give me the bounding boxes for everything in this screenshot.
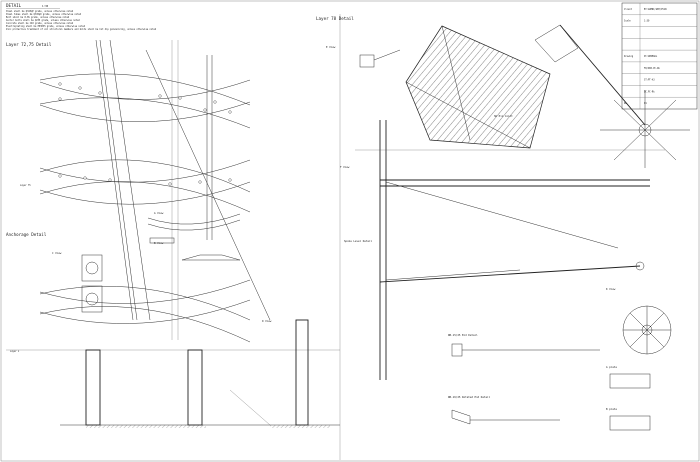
spoke-level: Spoke Level Detail [344, 239, 645, 283]
label-d-view: D View [262, 319, 272, 323]
title-block-value: 01 [644, 102, 647, 105]
label-k-view: K View [606, 287, 616, 291]
title-block-key: Drawing [624, 55, 634, 58]
title-block-value: FR/D00.PC-Rk [644, 67, 660, 70]
note-3: Bolt shall be 8.8S grade, unless otherwi… [6, 16, 70, 19]
label-a-view: A View [154, 211, 164, 215]
bolt-column [206, 55, 213, 240]
a-view: A View B View [147, 211, 241, 261]
title-block-key: Scale [624, 20, 631, 23]
note-2: Steel tubes shall be Q345qD grade, unles… [6, 13, 82, 16]
note-4: Anchor bolts shall be Q235 grade, unless… [6, 19, 80, 22]
title-block-value: 1:30 [644, 20, 650, 23]
title-block-value: ST:PT-A3 [644, 79, 655, 82]
diagonal-cables [95, 39, 271, 340]
label-a-plate: A plate [606, 365, 617, 369]
label-rb2: RB-16/25 Rotated End Detail [448, 395, 491, 399]
x-brace-assembly-top [39, 73, 251, 129]
rb-details: RB-15/25 End Detail RB-16/25 Rotated End… [448, 333, 651, 431]
label-layer-top: Layer 72,75 Detail [6, 42, 52, 47]
note-6: Electroplating shall be EP3035 grade, un… [6, 25, 86, 28]
label-layer-75: Layer 75 [20, 184, 31, 187]
f-view: F View [340, 149, 665, 249]
e-view: E View SD Pin Joint [326, 45, 513, 118]
title-block-key: Client [624, 8, 633, 11]
anchorage-columns: Layer 1 D View [6, 319, 340, 428]
header-block: DETAIL 1:30 Steel shall be Q345qE grade,… [6, 3, 157, 31]
label-layer78: Layer 78 Detail [316, 16, 354, 21]
label-rb1: RB-15/25 End Detail [448, 333, 478, 337]
label-sd-joint: SD Pin Joint [494, 114, 513, 118]
label-f-view: F View [340, 165, 350, 169]
detail-scale: 1:30 [42, 4, 49, 8]
label-layer-1: Layer 1 [10, 350, 20, 353]
label-c-view: C View [52, 251, 62, 255]
x-brace-assembly-middle: Layer 75 [20, 159, 251, 213]
label-b-plate: B plate [606, 407, 617, 411]
note-7: Zinc protective treatment of all structu… [6, 28, 157, 31]
label-e-view: E View [326, 45, 336, 49]
note-1: Steel shall be Q345qE grade, unless othe… [6, 10, 74, 13]
label-anchorage: Anchorage Detail [6, 232, 47, 237]
c-view: C View [52, 251, 103, 313]
title-block-value: DC.PC-Rk [644, 90, 655, 93]
title-block-key: No. [624, 102, 628, 105]
hatched-panel [405, 25, 551, 149]
title-block-value: PC:GENERAL [644, 55, 658, 58]
main-mast [379, 120, 387, 380]
label-spoke: Spoke Level Detail [344, 239, 373, 243]
x-brace-assembly-lower [39, 279, 251, 343]
note-5: Concrete shall be C40 grade, unless othe… [6, 22, 74, 25]
k-view: K View [606, 287, 672, 355]
detail-title: DETAIL [6, 3, 22, 8]
title-block-value: BY:GUMNI/GEH/PV1N [644, 8, 667, 11]
radial-hub [534, 24, 690, 168]
